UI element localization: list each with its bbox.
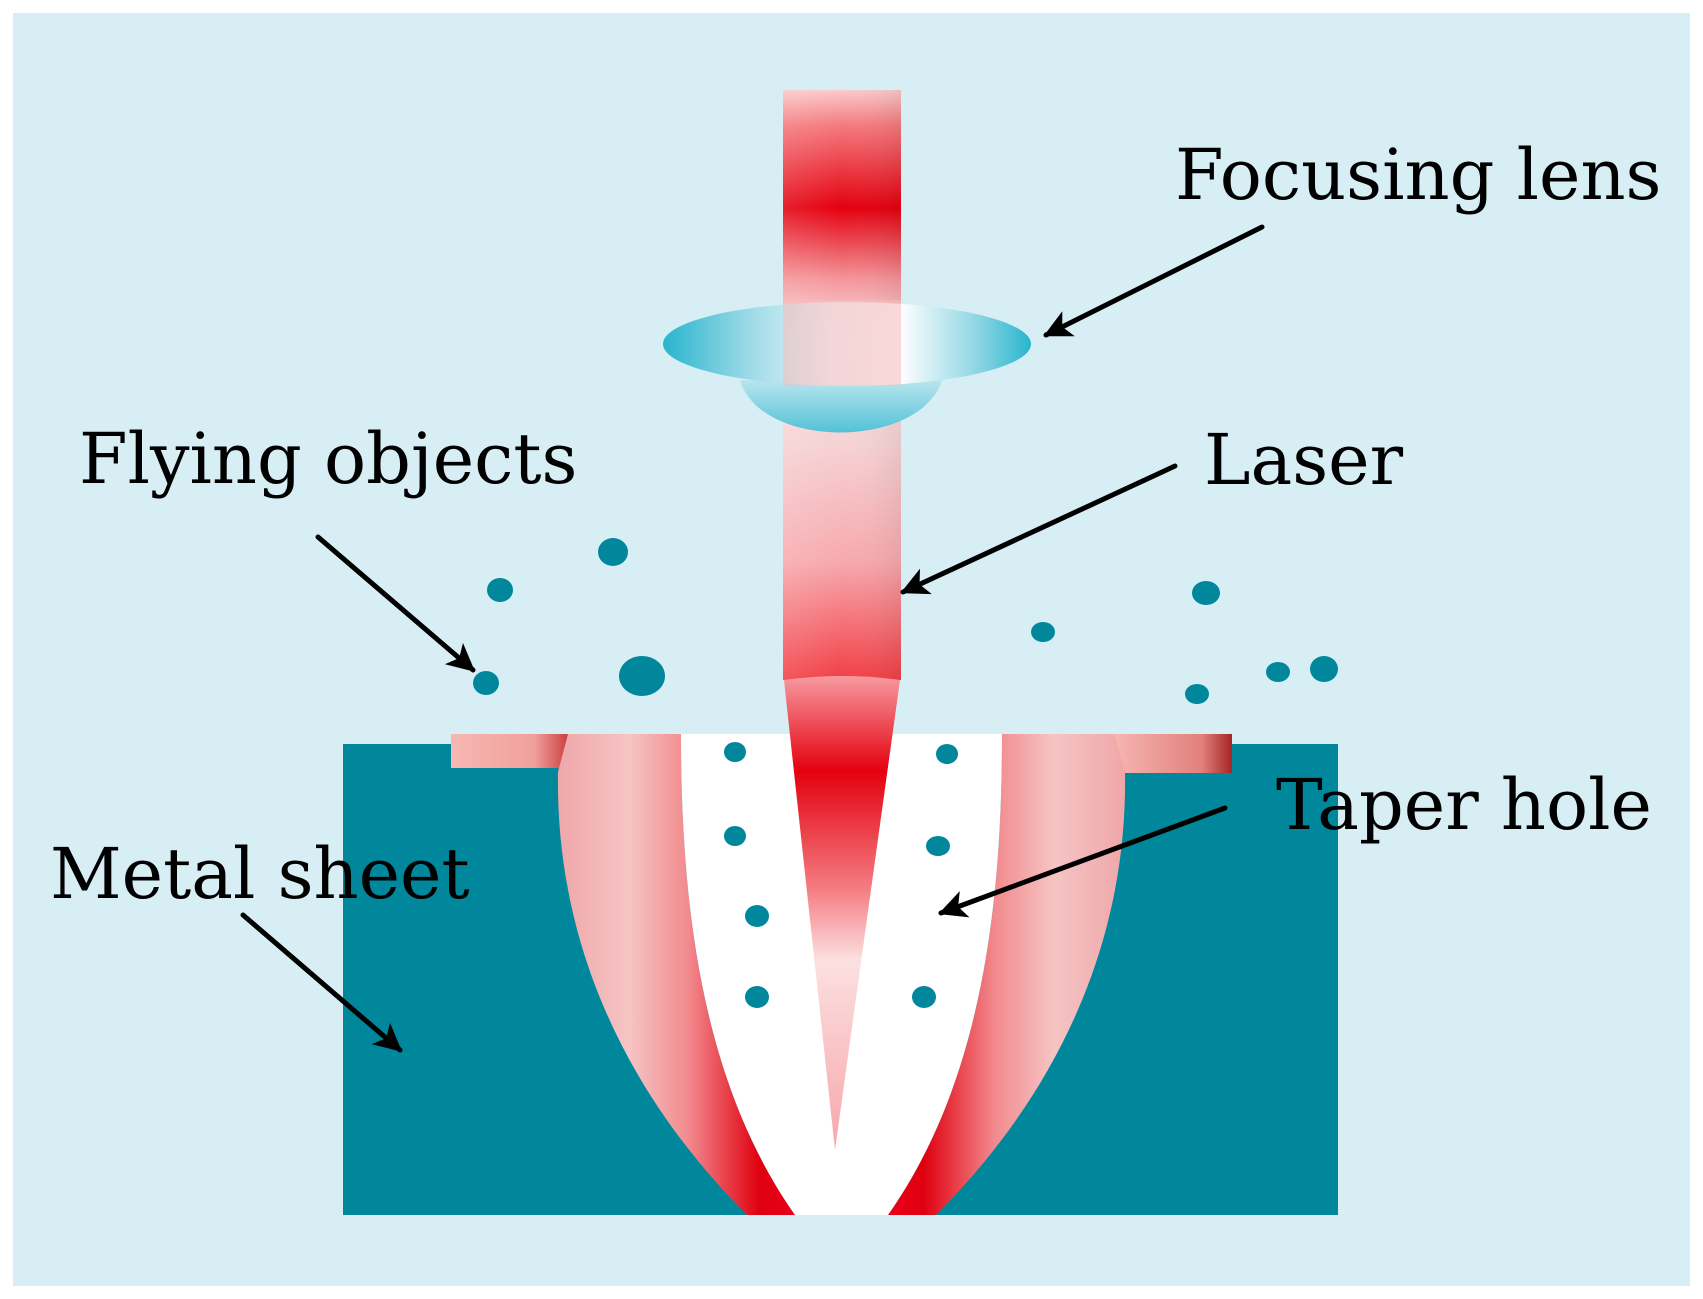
particle (1310, 656, 1338, 682)
particle (936, 744, 958, 764)
arrow-flying-objects (315, 534, 476, 673)
laser-beam-through-lens (783, 300, 901, 386)
particle (1185, 684, 1209, 704)
annotation-arrows (240, 224, 1265, 1053)
label-focusing-lens: Focusing lens (1175, 134, 1661, 216)
heat-band-right (888, 734, 1126, 1215)
arrow-taper-hole (938, 805, 1228, 918)
laser-focus-cone (784, 676, 900, 1150)
particle (724, 742, 746, 762)
particle (745, 905, 769, 927)
particle (619, 656, 665, 696)
particle (1031, 622, 1055, 642)
particle (1192, 581, 1220, 605)
particle (1266, 662, 1290, 682)
particle (598, 538, 628, 566)
label-laser: Laser (1204, 419, 1404, 501)
particle (912, 986, 936, 1008)
heat-band-left (557, 734, 795, 1215)
particle (926, 836, 950, 856)
label-metal-sheet: Metal sheet (50, 833, 470, 915)
particle (745, 986, 769, 1008)
arrow-focusing-lens (1043, 224, 1265, 338)
arrow-metal-sheet (240, 912, 403, 1053)
focusing-lens-bottom (740, 380, 942, 433)
melt-rim-right (1112, 734, 1232, 780)
particle (487, 578, 513, 602)
hole-particles (724, 742, 958, 1008)
label-flying-objects: Flying objects (79, 418, 577, 500)
flying-particles (473, 538, 1338, 704)
particle (473, 671, 499, 695)
particle (724, 826, 746, 846)
label-taper-hole: Taper hole (1276, 764, 1652, 846)
melt-rim-left (451, 734, 570, 775)
arrow-laser (900, 463, 1178, 595)
